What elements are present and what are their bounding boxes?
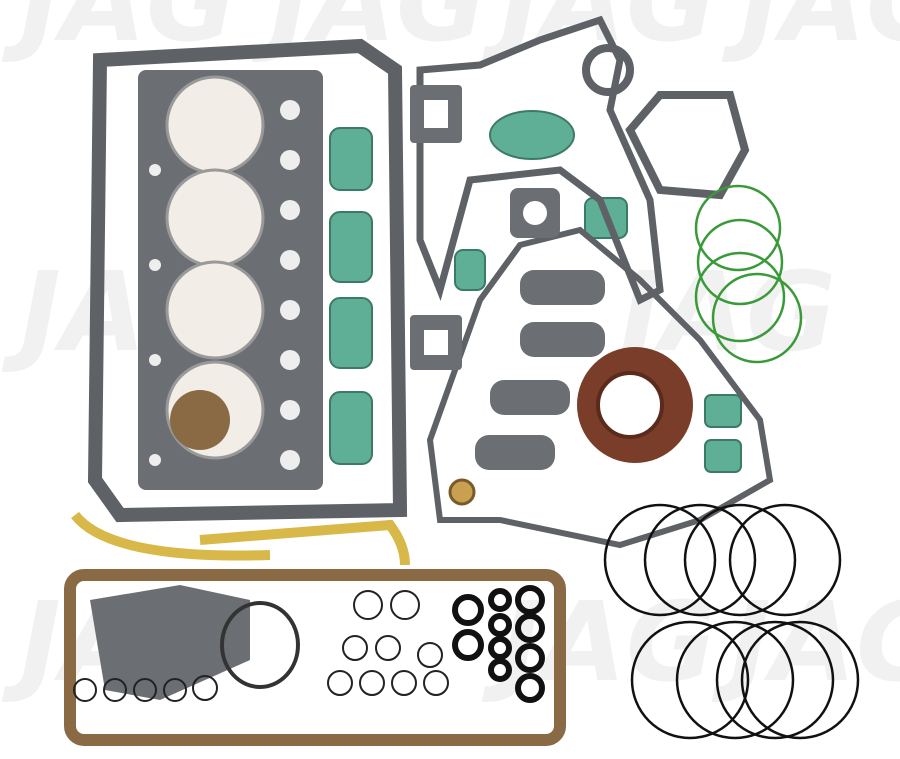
- yellow-seal-strip-right: [199, 519, 410, 566]
- cork-round-gasket: [170, 390, 230, 450]
- pump-gasket: [625, 91, 750, 200]
- cork-gasket: [64, 569, 566, 746]
- yellow-seal-strip-left: [71, 511, 271, 561]
- timing-cover-gasket-upper: [416, 15, 664, 305]
- grey-cover-gasket: [90, 585, 250, 700]
- sump-gasket: [87, 38, 408, 523]
- timing-cover-gasket-lower: [426, 226, 774, 549]
- green-o-rings: [694, 184, 803, 364]
- crankshaft-seal-inner: [596, 371, 664, 439]
- double-oval-gasket: [220, 601, 300, 689]
- svg-text:JAG: JAG: [721, 0, 900, 66]
- large-black-o-rings: [603, 503, 860, 740]
- copper-bushing: [448, 478, 476, 506]
- svg-text:JAG: JAG: [481, 0, 716, 66]
- grey-flange-holes: [424, 100, 547, 355]
- small-round-gasket: [582, 44, 634, 96]
- head-gasket-holes: [149, 100, 300, 470]
- black-o-rings-small: [452, 585, 545, 703]
- thin-o-rings: [73, 590, 449, 702]
